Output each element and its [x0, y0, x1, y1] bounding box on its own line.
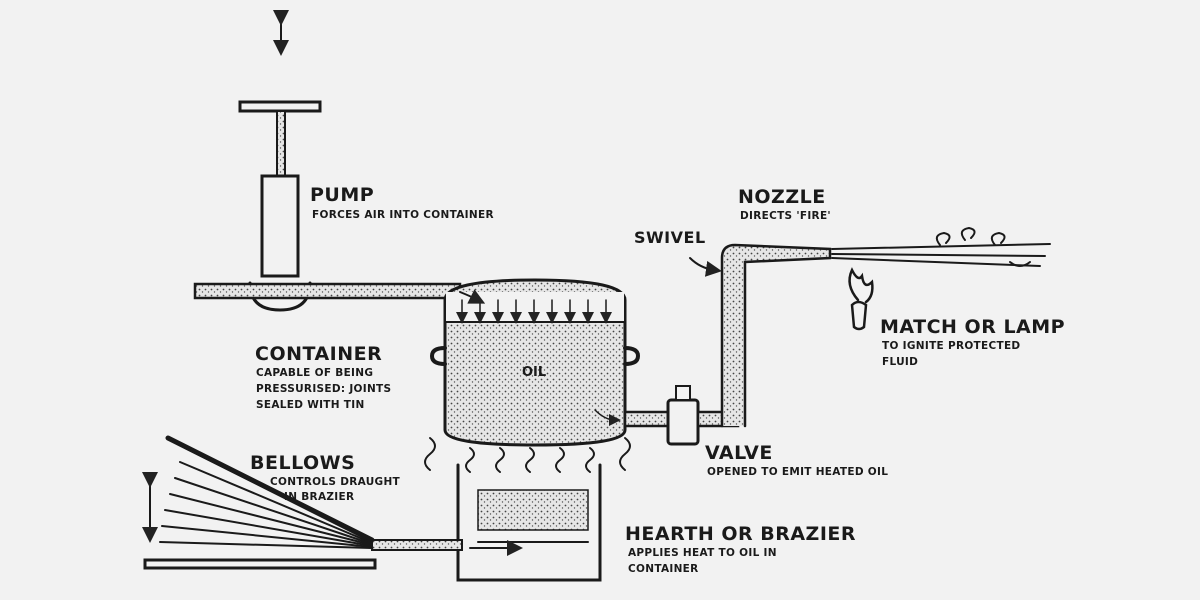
oil-label: OIL — [522, 365, 547, 380]
bellows — [142, 435, 523, 570]
pump-desc: FORCES AIR INTO CONTAINER — [312, 209, 494, 221]
hearth-desc-1: APPLIES HEAT TO OIL IN — [628, 547, 777, 559]
nozzle-label: NOZZLE — [738, 186, 826, 208]
match-or-lamp — [848, 267, 874, 331]
hearth-desc-2: CONTAINER — [628, 563, 699, 575]
match-desc-1: TO IGNITE PROTECTED — [882, 340, 1021, 352]
bellows-label: BELLOWS — [250, 452, 356, 474]
container-desc-3: SEALED WITH TIN — [256, 399, 365, 411]
valve-and-pipe — [594, 243, 832, 446]
nozzle-desc: DIRECTS 'FIRE' — [740, 210, 831, 222]
match-label: MATCH OR LAMP — [880, 316, 1066, 338]
container-desc-2: PRESSURISED: JOINTS — [256, 383, 392, 395]
valve-desc: OPENED TO EMIT HEATED OIL — [707, 466, 889, 478]
container-label: CONTAINER — [255, 343, 383, 365]
fire-jet — [831, 226, 1051, 267]
pump — [193, 10, 462, 312]
swivel-label: SWIVEL — [634, 228, 706, 247]
hearth-label: HEARTH OR BRAZIER — [625, 523, 857, 545]
bellows-desc-1: CONTROLS DRAUGHT — [270, 476, 400, 488]
heat-waves — [424, 437, 631, 473]
pump-label: PUMP — [310, 184, 375, 206]
hearth — [456, 463, 602, 582]
bellows-desc-2: IN BRAZIER — [284, 491, 355, 503]
container-desc-1: CAPABLE OF BEING — [256, 367, 374, 379]
valve-label: VALVE — [705, 442, 773, 464]
match-desc-2: FLUID — [882, 356, 919, 368]
container — [429, 278, 641, 447]
